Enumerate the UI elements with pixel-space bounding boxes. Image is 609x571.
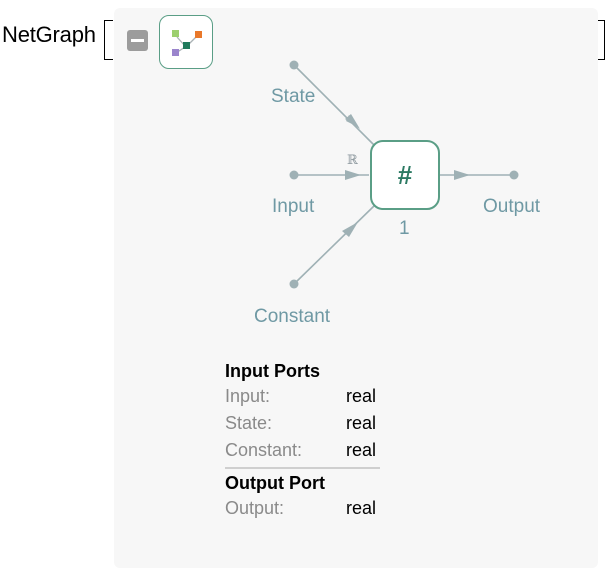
right-bracket <box>596 20 605 60</box>
port-type: real <box>346 413 377 433</box>
port-type: real <box>346 386 377 406</box>
port-name: Constant: <box>225 440 303 460</box>
layer-node[interactable]: # <box>370 140 440 210</box>
arrow-input <box>345 170 361 180</box>
input-type-symbol: ℝ <box>347 153 358 168</box>
layer-number: 1 <box>399 218 410 239</box>
layer-symbol: # <box>397 160 413 190</box>
ports-table: Input Ports Input: real State: real Cons… <box>225 360 425 522</box>
port-label-output: Output <box>483 196 541 217</box>
port-dot-constant <box>289 279 299 289</box>
function-name: NetGraph <box>2 22 96 47</box>
edge-state <box>293 64 375 146</box>
port-dot-input <box>289 170 299 180</box>
table-row: Input: real <box>225 383 425 410</box>
arrow-constant <box>342 222 358 237</box>
minus-square-icon <box>131 39 144 42</box>
port-label-input: Input <box>272 196 315 217</box>
table-row: Output: real <box>225 495 425 522</box>
input-ports-heading: Input Ports <box>225 361 320 381</box>
port-type: real <box>346 440 377 460</box>
table-row: Constant: real <box>225 437 425 464</box>
left-bracket <box>104 20 113 60</box>
table-divider <box>225 467 380 469</box>
port-dot-state <box>289 60 299 70</box>
summary-panel <box>114 8 598 568</box>
output-port-heading: Output Port <box>225 472 325 493</box>
port-name: State: <box>225 413 273 433</box>
port-label-constant: Constant <box>254 306 331 327</box>
edge-constant <box>293 205 375 285</box>
arrow-output <box>454 170 470 180</box>
port-label-state: State <box>271 86 316 107</box>
port-name: Output: <box>225 497 285 518</box>
collapse-button[interactable] <box>127 30 148 51</box>
port-type: real <box>346 497 377 518</box>
netgraph-icon <box>172 30 202 56</box>
port-dot-output <box>509 170 519 180</box>
netgraph-icon-button[interactable] <box>159 15 213 69</box>
port-name: Input: <box>225 386 271 406</box>
table-row: State: real <box>225 410 425 437</box>
